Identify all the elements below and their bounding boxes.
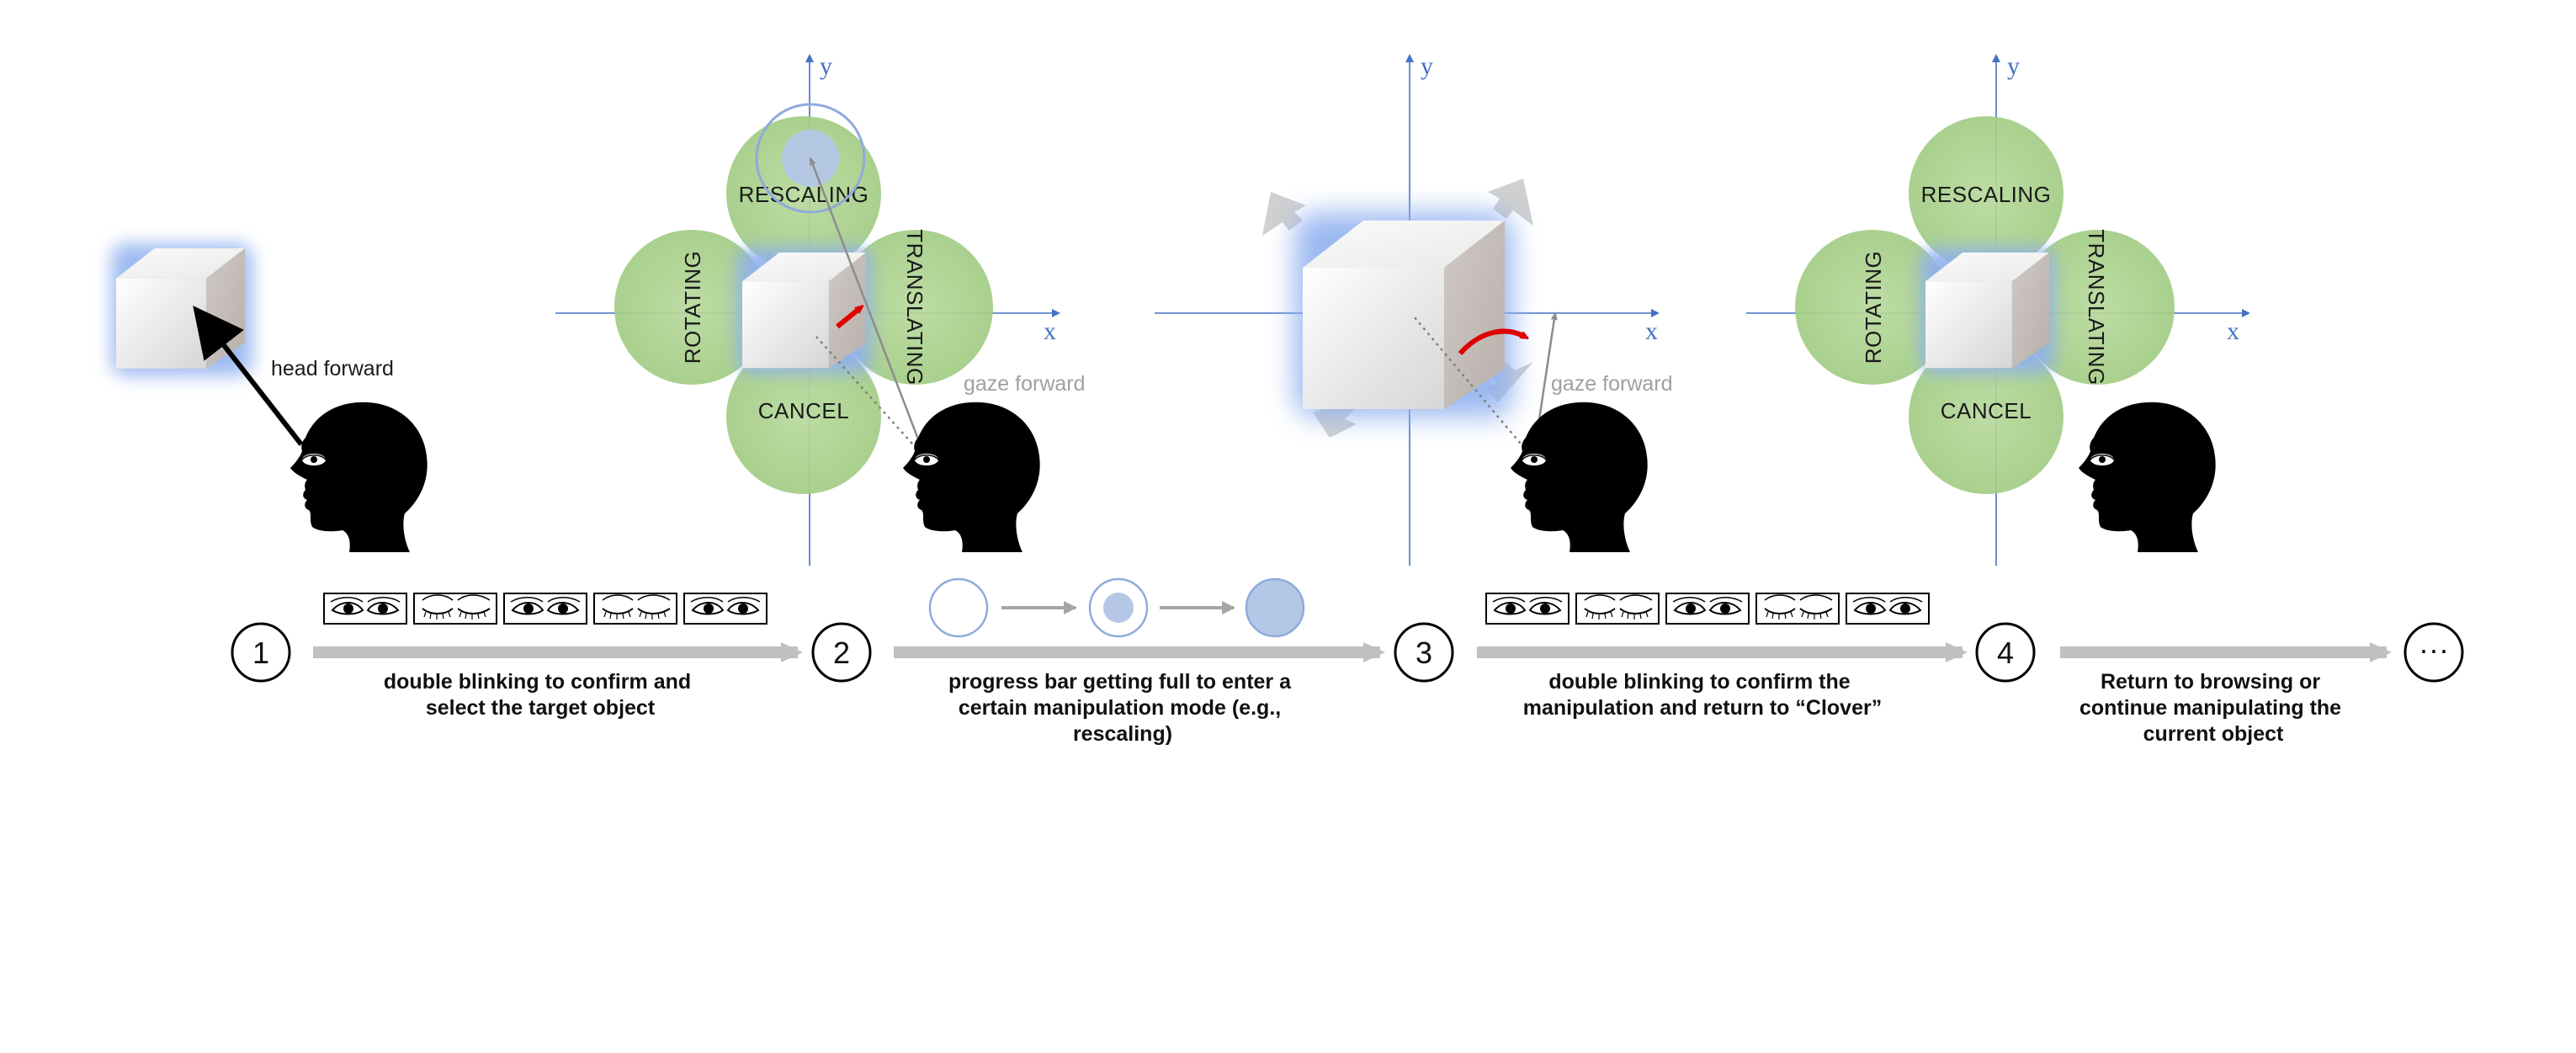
petal-translating[interactable] — [838, 230, 993, 385]
x-axis-label: x — [1044, 317, 1056, 345]
petal-cancel[interactable] — [726, 339, 881, 494]
step-3: 3 — [1394, 622, 1454, 683]
caption-step-4: Return to browsing or continue manipulat… — [2079, 670, 2347, 746]
selected-cube — [1920, 247, 2054, 374]
timeline: 1 2 3 4 ··· — [231, 577, 2464, 746]
eyes-open-icon — [323, 593, 407, 625]
eyes-open-icon — [683, 593, 767, 625]
eyes-closed-icon — [413, 593, 497, 625]
petal-translating[interactable] — [2020, 230, 2175, 385]
progress-half-icon — [1088, 577, 1149, 638]
progress-full-icon — [1245, 577, 1305, 638]
step-1: 1 — [231, 622, 291, 683]
panel-select-object: head forward — [110, 242, 428, 553]
head-silhouette — [1510, 402, 1649, 553]
step-1-number: 1 — [252, 636, 269, 670]
petal-rotating[interactable] — [1795, 230, 1950, 385]
head-silhouette — [902, 402, 1041, 553]
eyes-closed-icon — [1575, 593, 1660, 625]
progress-empty-icon — [928, 577, 989, 638]
gaze-ray — [809, 157, 927, 460]
eyes-open-icon — [1485, 593, 1570, 625]
gaze-forward-label: gaze forward — [964, 372, 1086, 396]
petal-translating-label: TRANSLATING — [902, 229, 927, 386]
eyes-open-icon — [1665, 593, 1750, 625]
eyes-open-icon — [503, 593, 587, 625]
selected-cube — [737, 247, 871, 374]
petal-rotating-label: ROTATING — [680, 251, 705, 364]
head-forward-arrow — [193, 306, 304, 446]
petal-cancel[interactable] — [1909, 339, 2063, 494]
caption-step-2: progress bar getting full to enter a cer… — [948, 670, 1297, 746]
petal-rotating[interactable] — [614, 230, 769, 385]
head-movement-arrow — [1458, 328, 1525, 356]
step-4: 4 — [1975, 622, 2036, 683]
x-axis-label: x — [1645, 317, 1658, 345]
petal-cancel-label: CANCEL — [758, 398, 849, 423]
step-2-number: 2 — [833, 636, 850, 670]
panel-return-clover: x y RESCALING CANCEL ROTATING TRANSLATIN… — [1746, 52, 2250, 566]
rescaled-cube — [1294, 212, 1513, 417]
head-forward-label: head forward — [271, 357, 394, 380]
eyes-closed-icon — [593, 593, 677, 625]
caption-step-3: double blinking to confirm the manipulat… — [1523, 670, 1882, 720]
petal-cancel-label: CANCEL — [1941, 398, 2032, 423]
head-silhouette — [2078, 402, 2217, 553]
petal-rescaling-label: RESCALING — [739, 182, 869, 207]
caption-step-1: double blinking to confirm and select th… — [384, 670, 697, 720]
eyes-closed-icon — [1755, 593, 1840, 625]
petal-rescaling[interactable] — [726, 116, 881, 271]
step-3-number: 3 — [1415, 636, 1432, 670]
petal-rescaling[interactable] — [1909, 116, 2063, 271]
panel-clover-menu: x y RESCALING CANCEL ROTATING TRANSLATIN… — [555, 52, 1086, 566]
step-more-ellipsis: ··· — [2419, 632, 2449, 667]
y-axis-label: y — [1421, 52, 1433, 80]
petal-rescaling-label: RESCALING — [1921, 182, 2052, 207]
dwell-progress-sequence — [928, 577, 1305, 638]
step-more: ··· — [2403, 622, 2464, 683]
double-blink-sequence-2 — [1485, 593, 1930, 625]
eyes-open-icon — [1846, 593, 1930, 625]
y-axis-label: y — [820, 52, 832, 80]
double-blink-sequence-1 — [323, 593, 767, 625]
head-movement-arrow — [836, 308, 860, 329]
scale-arrow-up-left — [1262, 192, 1306, 236]
panel-manipulation: x y gaze forward — [1155, 52, 1673, 566]
petal-rotating-label: ROTATING — [1861, 251, 1886, 364]
step-2: 2 — [811, 622, 872, 683]
scale-arrow-up-right — [1488, 178, 1533, 226]
x-axis-label: x — [2227, 317, 2239, 345]
head-direction-dotted — [815, 336, 927, 460]
step-4-number: 4 — [1997, 636, 2014, 670]
y-axis-label: y — [2007, 52, 2020, 80]
head-silhouette — [289, 402, 428, 553]
gaze-forward-label: gaze forward — [1551, 372, 1673, 396]
petal-translating-label: TRANSLATING — [2084, 229, 2109, 386]
